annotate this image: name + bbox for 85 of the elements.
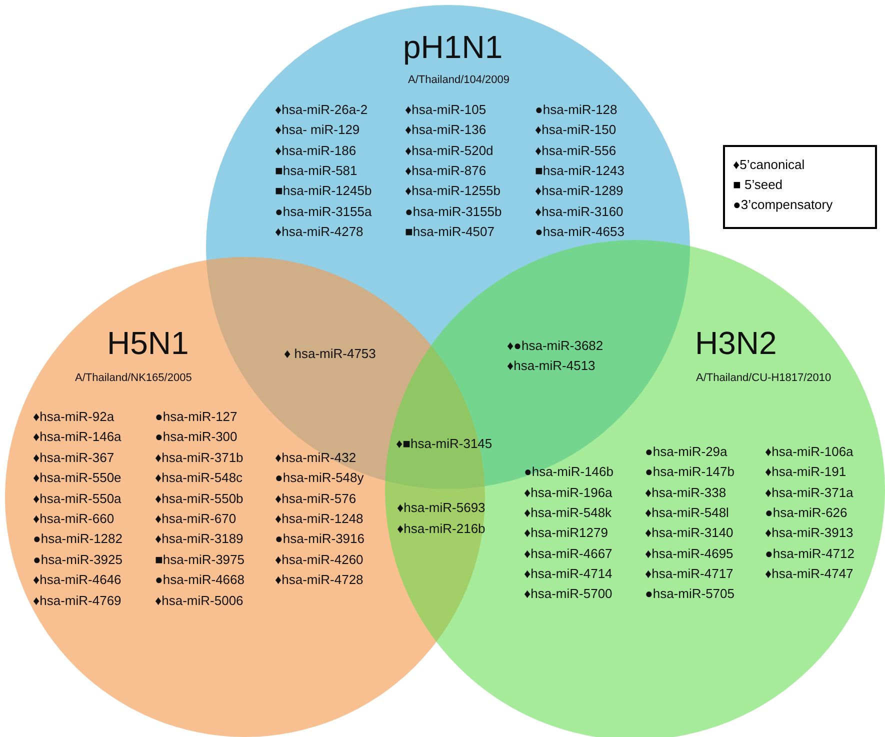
mirna-label: ●hsa-miR-1282	[33, 531, 122, 546]
mirna-label: ♦hsa-miR-186	[275, 142, 356, 158]
mirna-label: ♦hsa-miR-1289	[535, 183, 624, 198]
mirna-label: ■hsa-miR-1243	[535, 162, 624, 178]
mirna-label: ●hsa-miR-548y	[275, 470, 364, 486]
mirna-label: ♦hsa-miR-550e	[33, 470, 122, 486]
mirna-label: ●hsa-miR-626	[765, 504, 848, 520]
mirna-label: ♦hsa-miR-4717	[645, 566, 734, 581]
mirna-label: ♦hsa-miR-4728	[275, 572, 364, 588]
mirna-label: ♦hsa-miR-3160	[535, 204, 624, 218]
mirna-label: ♦hsa-miR-146a	[33, 429, 122, 444]
mirna-label: ●hsa-miR-29a	[645, 444, 728, 459]
mirna-label: ●hsa-miR-3155a	[275, 204, 372, 218]
mirna-label: ♦hsa-miR-136	[405, 122, 486, 138]
mirna-label: ■hsa-miR-3975	[155, 552, 244, 567]
mirna-label: ♦hsa-miR-3913	[765, 525, 854, 540]
mirna-label: ■hsa-miR-1245b	[275, 183, 372, 198]
mirna-label: ♦hsa-miR-150	[535, 122, 616, 138]
legend-entry: ♦5’canonical	[733, 157, 805, 172]
mirna-label: ●hsa-miR-300	[155, 429, 238, 444]
mirna-label: ♦hsa-miR-4260	[275, 552, 364, 567]
mirna-label: ■hsa-miR-4507	[405, 224, 494, 239]
mirna-label: ♦hsa-miR-92a	[33, 409, 114, 424]
strain-label: A/Thailand/NK165/2005	[75, 372, 192, 385]
mirna-label: ●hsa-miR-127	[155, 409, 238, 424]
mirna-label: ●hsa-miR-5705	[645, 586, 734, 602]
mirna-label: ♦■hsa-miR-3145	[396, 436, 492, 451]
set-title: H3N2	[695, 326, 777, 360]
mirna-label: ♦hsa-miR-876	[405, 162, 486, 178]
mirna-label: ♦hsa-miR-4695	[645, 546, 734, 560]
mirna-label: ●hsa-miR-4668	[155, 572, 244, 588]
mirna-label: ♦hsa-miR-520d	[405, 142, 494, 158]
mirna-label: ●hsa-miR-146b	[524, 464, 614, 480]
mirna-label: ♦hsa-miR-5693	[397, 500, 486, 515]
mirna-label: ♦hsa-miR-371b	[155, 450, 244, 465]
mirna-label: ♦hsa-miR-338	[645, 484, 726, 500]
mirna-label: ♦hsa-miR-4278	[275, 224, 364, 239]
mirna-label: ♦hsa-miR-432	[275, 450, 356, 465]
mirna-label: ●hsa-miR-4712	[765, 546, 854, 560]
mirna-label: ●hsa-miR-147b	[645, 464, 734, 480]
mirna-label: ♦hsa-miR-670	[155, 511, 236, 526]
mirna-label: ♦hsa-miR-196a	[524, 484, 612, 500]
mirna-label: ♦hsa-miR-216b	[397, 521, 486, 536]
mirna-label: ♦hsa-miR-4667	[524, 546, 612, 560]
legend-entry: ●3’compensatory	[733, 197, 833, 212]
mirna-label: ♦hsa-miR-550a	[33, 490, 122, 506]
mirna-label: ♦ hsa-miR-4753	[284, 346, 376, 361]
mirna-label: ♦hsa-miR-4714	[524, 566, 612, 581]
set-title: pH1N1	[403, 30, 503, 64]
mirna-label: ■hsa-miR-581	[275, 162, 358, 178]
strain-label: A/Thailand/CU-H1817/2010	[696, 372, 832, 385]
mirna-label: ♦hsa-miR-367	[33, 450, 114, 465]
mirna-label: ♦hsa-miR-576	[275, 490, 356, 506]
set-title: H5N1	[107, 326, 189, 360]
mirna-label: ♦hsa-miR-548c	[155, 470, 243, 486]
mirna-label: ●hsa-miR-3925	[33, 552, 122, 567]
mirna-label: ♦hsa-miR-5700	[524, 586, 612, 602]
mirna-label: ●hsa-miR-4653	[535, 224, 624, 239]
mirna-label: ♦hsa- miR-129	[275, 122, 360, 138]
mirna-label: ♦hsa-miR-191	[765, 464, 846, 480]
strain-label: A/Thailand/104/2009	[408, 74, 510, 87]
mirna-label: ♦hsa-miR-1255b	[405, 183, 501, 198]
mirna-label: ♦hsa-miR-550b	[155, 490, 244, 506]
mirna-label: ♦hsa-miR-5006	[155, 592, 244, 608]
legend-entry: ■ 5’seed	[733, 177, 783, 192]
mirna-label: ♦hsa-miR-4513	[507, 358, 596, 373]
mirna-label: ♦hsa-miR-556	[535, 142, 616, 158]
mirna-label: ●hsa-miR-128	[535, 102, 618, 117]
mirna-label: ♦hsa-miR-4747	[765, 566, 854, 581]
mirna-label: ●hsa-miR-3155b	[405, 204, 502, 218]
mirna-label: ♦hsa-miR-548k	[524, 504, 612, 520]
mirna-label: ♦hsa-miR-105	[405, 102, 486, 117]
mirna-label: ♦●hsa-miR-3682	[507, 338, 604, 353]
mirna-label: ●hsa-miR-3916	[275, 531, 364, 546]
mirna-label: ♦hsa-miR-660	[33, 511, 114, 526]
mirna-label: ♦hsa-miR-4769	[33, 592, 122, 608]
mirna-label: ♦hsa-miR-4646	[33, 572, 122, 588]
mirna-label: ♦hsa-miR-3189	[155, 531, 244, 546]
mirna-label: ♦hsa-miR-371a	[765, 484, 854, 500]
mirna-label: ♦hsa-miR-1248	[275, 511, 364, 526]
mirna-label: ♦hsa-miR1279	[524, 525, 608, 540]
mirna-label: ♦hsa-miR-26a-2	[275, 102, 368, 117]
mirna-label: ♦hsa-miR-106a	[765, 444, 854, 459]
mirna-label: ♦hsa-miR-548l	[645, 504, 729, 520]
mirna-label: ♦hsa-miR-3140	[645, 525, 734, 540]
